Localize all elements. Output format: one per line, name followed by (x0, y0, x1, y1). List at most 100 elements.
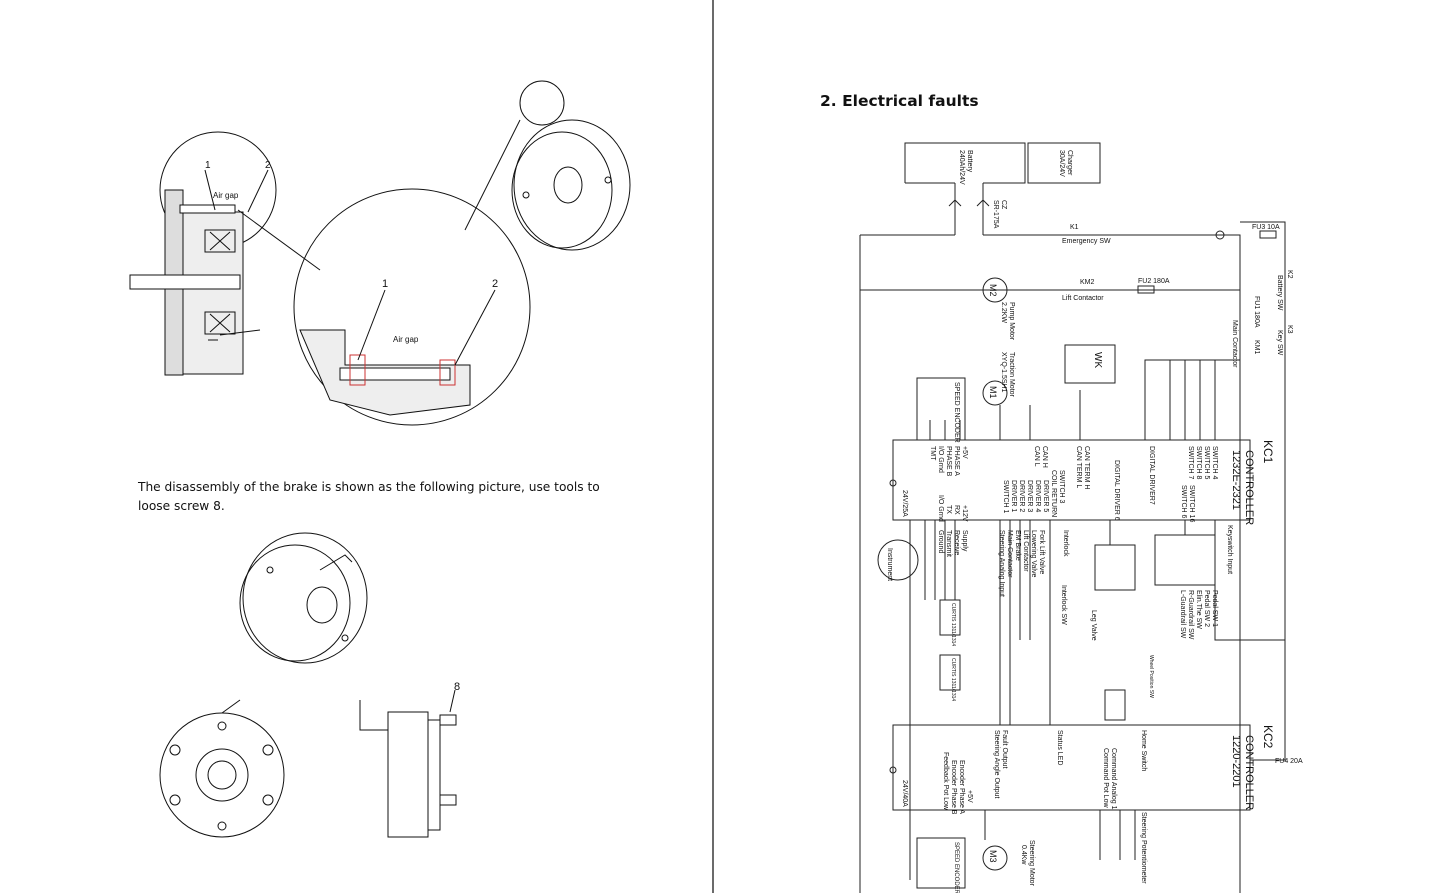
electrical-schematic: Battery 240Ah/24V Charger 30A/24V CZ SR-… (859, 142, 1303, 893)
kc1-bottom-wires (999, 520, 1285, 725)
air-gap-label: Air gap (213, 191, 239, 200)
m2-motor-symbol (982, 277, 1008, 303)
pump-motor-label: Pump Motor (1008, 302, 1015, 341)
supply-label: Supply (961, 530, 968, 552)
brake-iso-middle (239, 532, 368, 664)
k2-label: K2 (1286, 270, 1293, 279)
air-gap-label-large: Air gap (393, 335, 419, 344)
r-guardrail-sw-label: R-Guardrail SW (1187, 590, 1194, 640)
pin-can-term-l: CAN TERM L (1075, 446, 1082, 488)
b2-sensor-box (1094, 544, 1136, 591)
kc2-name: CONTROLLER (1243, 735, 1255, 810)
km2-label: KM2 (1080, 279, 1095, 286)
steering-motor-label: Steering Motor (1028, 840, 1035, 887)
screw-8-label: 8 (454, 681, 460, 693)
fork-lift-valve-label: Fork Lift Valve (1038, 530, 1045, 574)
pin-io-grnd-2: I/O Grnd (937, 495, 944, 522)
instrument-symbol (877, 539, 919, 581)
wheel-position-sw-box (1104, 689, 1126, 721)
wk-box (1064, 344, 1116, 384)
main-contactor-label: Main Contactor (1231, 320, 1238, 368)
emergency-sw-label: Emergency SW (1062, 238, 1111, 245)
section-title: 2. Electrical faults (820, 92, 979, 110)
km1-label: KM1 (1253, 340, 1260, 355)
fu4-label: FU4 20A (1275, 758, 1303, 765)
pedal-module-box (1154, 534, 1216, 586)
transmit-label: Transmit (945, 530, 952, 557)
curtis-1-label: CURTIS 1311/1314 (950, 603, 956, 646)
battery-spec: 240Ah/24V (958, 150, 965, 185)
pin-switch-6: SWITCH 6 (1180, 485, 1187, 519)
speed-encoder-label: SPEED ENCODER (953, 382, 960, 443)
fu2-fuse (1137, 285, 1155, 294)
interlock-label: Interlock (1062, 530, 1069, 557)
part-1-label: 1 (205, 160, 211, 171)
right-page: 2. Electrical faults (714, 0, 1431, 893)
traction-motor-label: Traction Motor (1008, 352, 1015, 398)
brake-disassembly-paragraph: The disassembly of the brake is shown as… (138, 480, 600, 513)
m1-label: M1 (988, 386, 998, 399)
fu1-label: FU1 180A (1253, 296, 1260, 328)
pin-switch-8: SWITCH 8 (1195, 446, 1202, 480)
speed-encoder-2-box (916, 837, 966, 889)
pin-switch-3: SWITCH 3 (1058, 470, 1065, 504)
curtis-2-box (939, 654, 961, 691)
kc1-name: CONTROLLER (1243, 450, 1255, 525)
part-1-label-large: 1 (382, 278, 388, 290)
pin-5v: +5V (961, 446, 968, 459)
key-sw-label: Key SW (1276, 330, 1283, 356)
terminal (1215, 230, 1225, 240)
lift-contactor-pin-label: Lift Contactor (1022, 530, 1029, 572)
pin-can-h: CAN H (1041, 446, 1048, 468)
pin-driver-3: DRIVER 3 (1026, 480, 1033, 512)
steering-pot-label: Steering Potentiometer (1140, 812, 1147, 884)
kc1-top-wires (929, 359, 1240, 440)
lift-contactor-label: Lift Contactor (1062, 295, 1104, 302)
part-2-label: 2 (265, 160, 271, 171)
brake-side-view: 8 (359, 681, 460, 838)
main-contactor-pin-label: Main Contactor (1006, 530, 1013, 578)
k1-label: K1 (1070, 224, 1079, 231)
pin-can-l: CAN L (1033, 446, 1040, 467)
pin-can-term-h: CAN TERM H (1083, 446, 1090, 489)
brake-front-view (159, 699, 285, 838)
pin-encoder-a: Encoder Phase A (958, 760, 965, 814)
wk-label: WK (1092, 352, 1103, 368)
connector-label: CZ (1000, 200, 1007, 210)
steering-angle-label: Steering Angle Output (993, 730, 1000, 799)
connector-cz (948, 183, 990, 235)
fu3-fuse (1259, 230, 1277, 239)
part-2-label-large: 2 (492, 278, 498, 290)
main-bus (859, 221, 1286, 893)
em-brake-label: EM Brake (1014, 530, 1021, 561)
leg-valve-label: Leg Valve (1090, 610, 1097, 641)
receive-label: Receive (953, 530, 960, 555)
pin-5v-enc: +5V (966, 790, 973, 803)
pin-coil-return: COIL RETURN (1050, 470, 1057, 517)
fuse-24v40a-label: 24V/40A (901, 780, 908, 807)
pin-driver-4: DRIVER 4 (1034, 480, 1041, 512)
m3-motor-symbol (982, 845, 1008, 871)
speed-encoder-box (916, 377, 966, 441)
pin-rx: RX (953, 505, 960, 515)
pedal-sw-2-label: Pedal SW 2 (1203, 590, 1210, 627)
keyswitch-input-label: Keyswitch Input (1226, 525, 1233, 574)
pin-driver-2: DRIVER 2 (1018, 480, 1025, 512)
pin-12v: +12V (961, 505, 968, 522)
pin-driver-5: DRIVER 5 (1042, 480, 1049, 512)
command-analog-label: Command Analog 1 (1110, 748, 1117, 810)
command-pot-label: Command Pot Low (1102, 748, 1109, 808)
m3-label: M3 (988, 850, 998, 863)
m2-label: M2 (988, 284, 998, 297)
lowering-valve-label: Lowering Valve (1030, 530, 1037, 577)
interlock-sw-label: Interlock SW (1060, 585, 1067, 625)
page-divider (712, 0, 714, 893)
pedal-sw-1-label: Pedal SW 1 (1211, 590, 1218, 627)
kc2-label: KC2 (1261, 725, 1275, 749)
fu2-label: FU2 180A (1138, 278, 1170, 285)
charger-spec: 30A/24V (1058, 150, 1065, 177)
ground-label: Ground (937, 530, 944, 553)
instrument-label: Instrument (886, 548, 893, 581)
brake-detail-circle: 1 2 Air gap (293, 188, 531, 426)
traction-spec: XYQ-1.5SH1 (1000, 352, 1007, 393)
